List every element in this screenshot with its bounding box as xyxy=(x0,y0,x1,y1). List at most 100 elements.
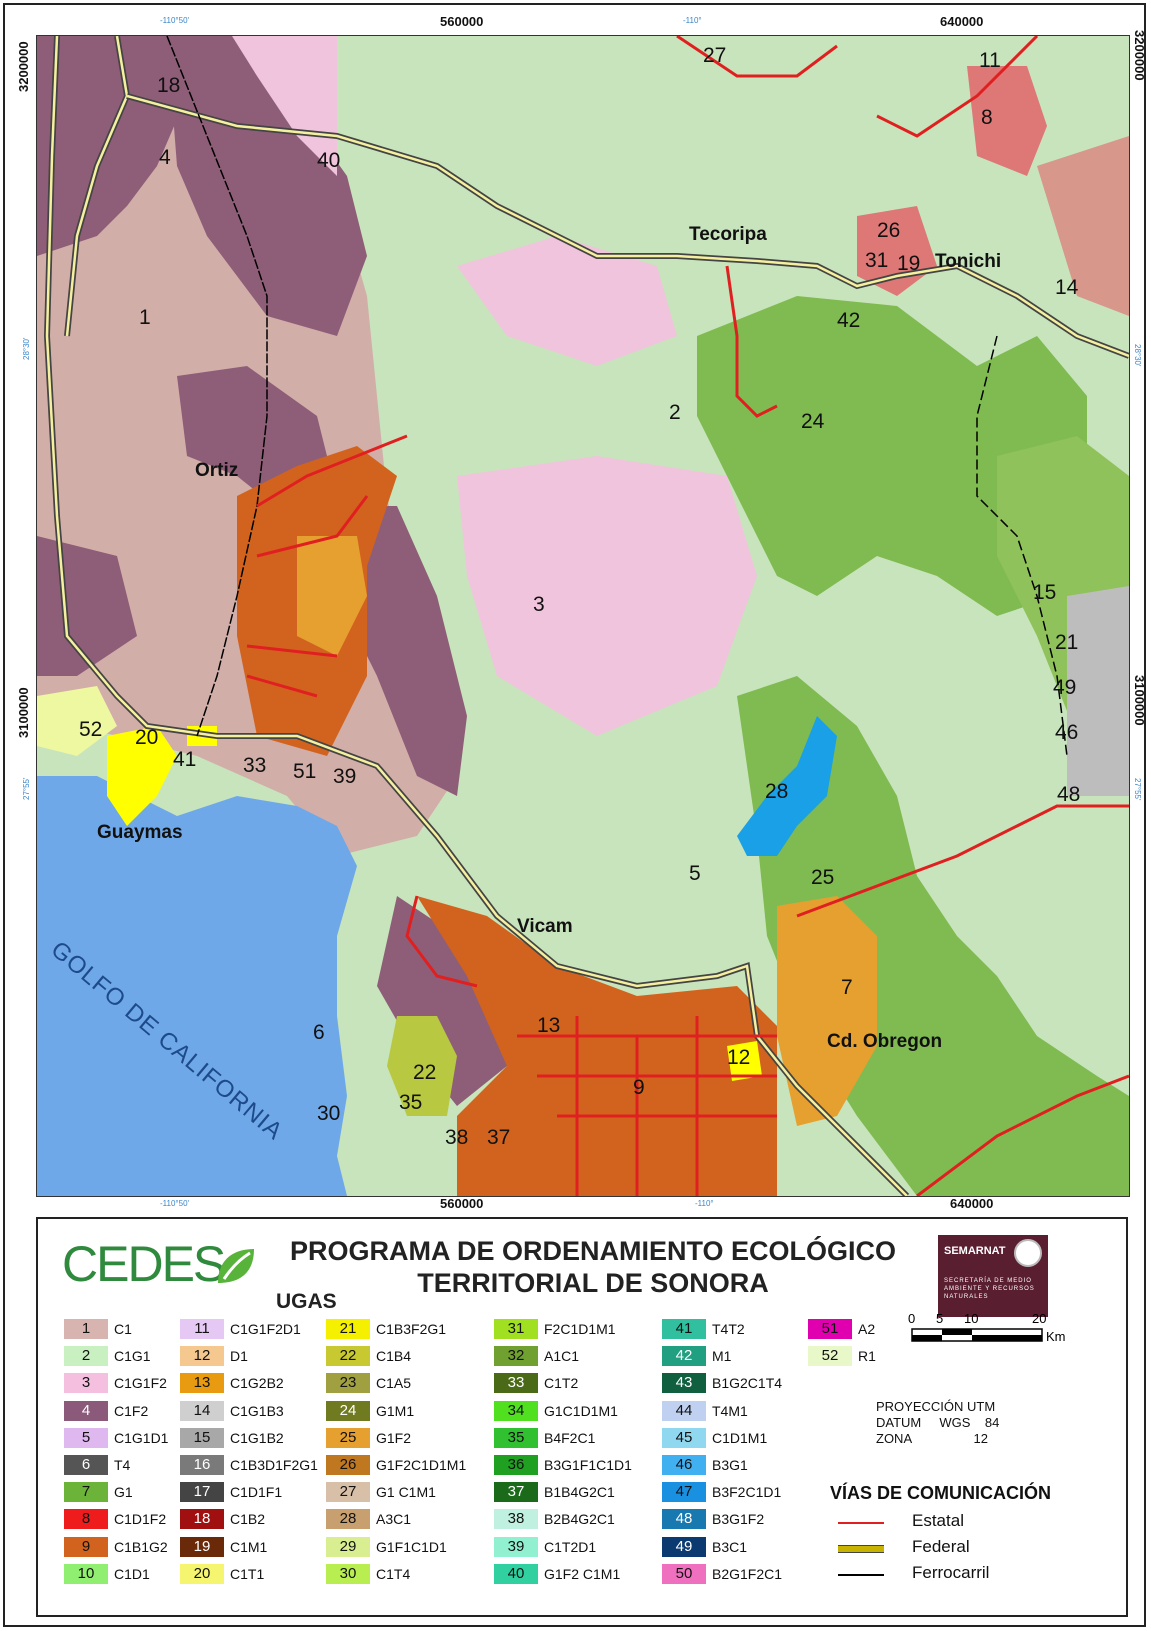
legend-swatch: 22 xyxy=(326,1346,370,1367)
coord-right-2: 28°30' xyxy=(1133,344,1142,367)
legend-swatch: 23 xyxy=(326,1373,370,1394)
legend-swatch: 8 xyxy=(64,1509,108,1530)
legend-label: B3C1 xyxy=(712,1538,748,1555)
unit-label: 13 xyxy=(537,1014,561,1037)
semarnat-subtitle: SECRETARÍA DE MEDIO AMBIENTE Y RECURSOS … xyxy=(944,1278,1035,1300)
zone-c1g1f2-upper xyxy=(457,236,677,366)
datum-number: 84 xyxy=(984,1415,1000,1430)
projection-line1: PROYECCIÓN UTM xyxy=(876,1399,996,1414)
legend-swatch: 9 xyxy=(64,1536,108,1557)
legend-swatch: 37 xyxy=(494,1482,538,1503)
legend-swatch: 43 xyxy=(662,1373,706,1394)
legend-label: C1G1B3 xyxy=(230,1402,284,1419)
place-tonichi: Tonichi xyxy=(935,251,1002,272)
datum-value: WGS xyxy=(939,1415,971,1430)
zone-c1f2-center xyxy=(337,506,467,796)
unit-label: 40 xyxy=(317,149,341,172)
state-road-se xyxy=(916,1074,1129,1196)
legend-label: C1B1G2 xyxy=(114,1538,168,1555)
railroad-line-icon xyxy=(838,1574,884,1576)
legend-label: C1G1F2 xyxy=(114,1375,167,1392)
legend-label: C1T2 xyxy=(544,1375,579,1392)
legend-swatch: 50 xyxy=(662,1563,706,1584)
coord-left-3: 3100000 xyxy=(16,687,31,738)
legend-swatch: 31 xyxy=(494,1319,538,1339)
legend-swatch: 6 xyxy=(64,1455,108,1475)
unit-label: 25 xyxy=(811,866,835,889)
place-vicam: Vicam xyxy=(517,916,573,937)
place-guaymas: Guaymas xyxy=(97,822,183,843)
legend-label: G1F2 C1M1 xyxy=(544,1565,621,1582)
legend-label: C1B3D1F2G1 xyxy=(230,1457,318,1473)
unit-label: 12 xyxy=(727,1046,751,1069)
legend-swatch: 17 xyxy=(180,1482,224,1503)
unit-label: 31 xyxy=(865,249,889,272)
legend-swatch: 27 xyxy=(326,1482,370,1503)
legend-panel: CEDES PROGRAMA DE ORDENAMIENTO ECOLÓGICO… xyxy=(36,1217,1128,1617)
legend-item-49: 49 B3C1 xyxy=(662,1536,748,1559)
legend-swatch: 5 xyxy=(64,1427,108,1448)
railroad-east xyxy=(976,335,1068,757)
legend-item-12: 12 D1 xyxy=(180,1346,248,1368)
map-svg xyxy=(37,36,1129,1196)
unit-label: 35 xyxy=(399,1091,423,1114)
zone-c1g1f2-north xyxy=(232,36,337,176)
coord-left-1: 3200000 xyxy=(16,41,31,92)
unit-label: 52 xyxy=(79,718,103,741)
zone-c1f2-north xyxy=(37,36,187,256)
legend-swatch: 44 xyxy=(662,1400,706,1421)
scale-bar: 0 5 10 20 Km xyxy=(908,1311,1066,1344)
legend-label: C1D1F1 xyxy=(230,1484,283,1501)
coord-left-4: 27°55' xyxy=(22,777,31,800)
state-road-vicam xyxy=(405,895,478,988)
legend-swatch: 25 xyxy=(326,1427,370,1448)
legend-label: G1M1 xyxy=(376,1402,415,1419)
semarnat-logo: SEMARNAT SECRETARÍA DE MEDIO AMBIENTE Y … xyxy=(938,1235,1048,1317)
legend-label: C1B2 xyxy=(230,1511,266,1528)
map-canvas[interactable]: Tecoripa Tonichi Ortiz Guaymas Vicam Cd.… xyxy=(36,35,1130,1197)
legend-swatch: 24 xyxy=(326,1400,370,1421)
zone-g1f2-ortiz xyxy=(297,536,367,656)
legend-label: C1D1 xyxy=(114,1565,150,1582)
leaf-icon xyxy=(218,1249,254,1283)
coord-right-1: 3200000 xyxy=(1132,30,1147,81)
legend-swatch: 3 xyxy=(64,1373,108,1394)
legend-label: B3G1F2 xyxy=(712,1511,765,1528)
legend-label: G1F2C1D1M1 xyxy=(376,1457,467,1473)
legend-swatch: 33 xyxy=(494,1373,538,1394)
unit-label: 20 xyxy=(135,726,159,749)
unit-label: 38 xyxy=(445,1126,469,1149)
state-road-tecoripa xyxy=(725,265,778,418)
legend-label: C1G1 xyxy=(114,1348,151,1365)
datum-label: DATUM xyxy=(876,1415,922,1430)
legend-swatch: 49 xyxy=(662,1536,706,1557)
legend-swatch: 16 xyxy=(180,1455,224,1475)
legend-swatch: 12 xyxy=(180,1346,224,1367)
legend-swatch: 39 xyxy=(494,1536,538,1557)
unit-label: 1 xyxy=(139,306,151,329)
unit-label: 6 xyxy=(313,1021,325,1044)
unit-label: 2 xyxy=(669,401,681,424)
legend-label: T4 xyxy=(114,1457,131,1473)
projection-info: PROYECCIÓN UTM DATUM WGS 84 ZONA 12 xyxy=(876,1399,999,1447)
projection-line2: DATUM WGS 84 xyxy=(876,1415,999,1431)
zone-c1f2-ne xyxy=(167,36,367,336)
legend-label: B1G2C1T4 xyxy=(712,1375,783,1392)
legend-label: C1B4 xyxy=(376,1348,412,1365)
legend-label: C1A5 xyxy=(376,1375,412,1392)
legend-label: G1F1C1D1 xyxy=(376,1538,447,1555)
zone-label: ZONA xyxy=(876,1431,913,1446)
railroad xyxy=(166,36,268,737)
legend-label: D1 xyxy=(230,1348,248,1365)
legend-swatch: 20 xyxy=(180,1563,224,1584)
scale-tick-20: 20 xyxy=(1032,1311,1046,1326)
state-road-ortiz xyxy=(246,434,408,698)
